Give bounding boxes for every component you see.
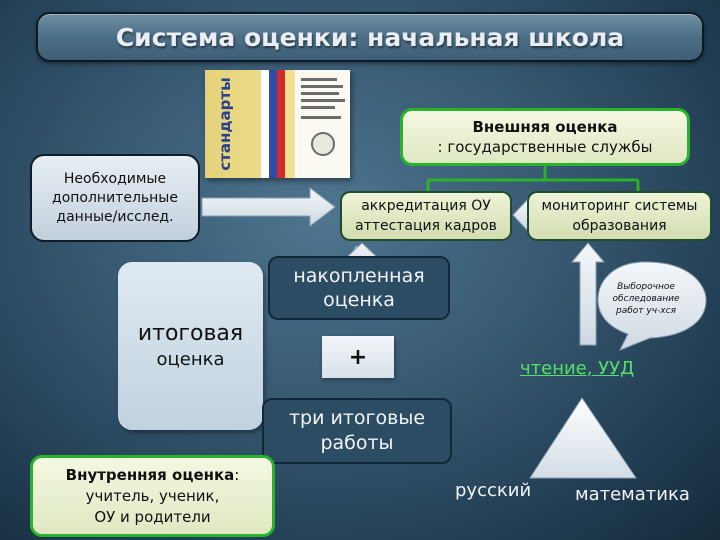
final-works-line2: работы <box>320 432 394 454</box>
arrow-needed-to-accreditation <box>201 186 336 228</box>
book-cover-left: стандарты <box>205 70 295 178</box>
arrow-up-to-monitoring <box>570 242 606 346</box>
additional-data-box: Необходимые дополнительные данные/исслед… <box>30 154 200 242</box>
internal-assessment-line3: ОУ и родители <box>94 507 211 526</box>
sample-note-line1: Выборочное <box>617 282 675 292</box>
accumulated-line1: накопленная <box>293 265 425 287</box>
book-text-line <box>301 106 335 109</box>
page-title: Система оценки: начальная школа <box>115 22 625 52</box>
external-connector <box>426 166 640 193</box>
book-text-line <box>301 85 343 88</box>
monitoring-box: мониторинг системы образования <box>527 191 712 241</box>
final-works-box: три итоговые работы <box>262 398 452 464</box>
external-assessment-box: Внешняя оценка : государственные службы <box>400 108 690 166</box>
subjects-triangle <box>529 397 637 479</box>
accreditation-box: аккредитация ОУ аттестация кадров <box>340 191 512 241</box>
sample-note-line2: обследование <box>612 294 680 304</box>
monitoring-line2: образования <box>572 218 667 234</box>
book-text-line <box>301 116 341 119</box>
accreditation-line2: аттестация кадров <box>355 218 497 234</box>
external-assessment-subtitle: : государственные службы <box>437 138 653 156</box>
title-bar: Система оценки: начальная школа <box>36 12 704 62</box>
book-spine-title: стандарты <box>216 77 234 171</box>
external-assessment-title: Внешняя оценка <box>472 118 618 136</box>
flag-stripe-blue <box>269 70 277 178</box>
final-assessment-line2: оценка <box>156 349 225 370</box>
sample-survey-note: Выборочное обследование работ уч-хся <box>600 268 692 330</box>
standards-book-cover: стандарты <box>205 70 350 178</box>
additional-data-line1: Необходимые <box>63 170 167 187</box>
final-assessment-box: итоговая оценка <box>118 262 263 430</box>
internal-assessment-title: Внутренняя оценка <box>65 465 235 484</box>
final-assessment-line1: итоговая <box>137 321 244 346</box>
additional-data-line2: дополнительные <box>52 189 178 206</box>
accumulated-line2: оценка <box>323 289 395 311</box>
internal-assessment-line2: : учитель, ученик, <box>85 465 240 505</box>
plus-sign-box: + <box>322 336 394 378</box>
monitoring-line1: мониторинг системы <box>541 198 698 214</box>
final-works-line1: три итоговые <box>288 407 426 429</box>
book-text-line <box>301 99 345 102</box>
accreditation-line1: аккредитация ОУ <box>361 198 491 214</box>
book-text-line <box>301 92 339 95</box>
reading-uud-label: чтение, УУД <box>520 358 635 379</box>
book-cover-right <box>297 70 350 178</box>
internal-assessment-box: Внутренняя оценка: учитель, ученик, ОУ и… <box>30 455 275 537</box>
emblem-icon <box>311 132 335 156</box>
math-label: математика <box>575 484 690 505</box>
russian-label: русский <box>455 480 532 501</box>
additional-data-line3: данные/исслед. <box>56 208 174 225</box>
flag-stripe-red <box>277 70 285 178</box>
flag-stripe-white <box>261 70 269 178</box>
accumulated-assessment-box: накопленная оценка <box>268 256 450 320</box>
book-text-line <box>301 78 337 81</box>
sample-note-line3: работ уч-хся <box>616 306 676 316</box>
plus-sign: + <box>348 344 368 370</box>
sample-callout-bubble <box>597 261 707 351</box>
